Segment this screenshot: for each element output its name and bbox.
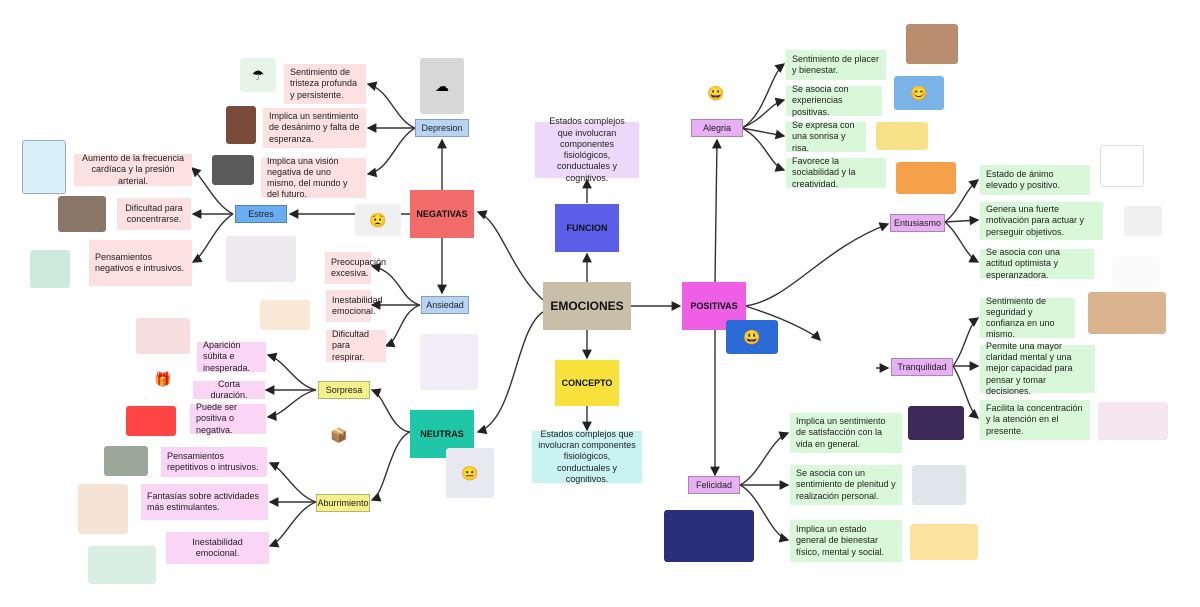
stress-infographic <box>22 140 66 194</box>
colorful-emojis-photo <box>896 162 956 194</box>
faces-grid-illustration <box>88 546 156 584</box>
depresion-label[interactable]: Depresion <box>415 119 469 137</box>
crying-person-photo <box>212 155 254 185</box>
rainbow-family-illustration <box>910 524 978 560</box>
joy-character-image <box>664 510 754 562</box>
concepto-description: Estados complejos que involucran compone… <box>532 429 642 484</box>
sunset-jump-photo <box>908 406 964 440</box>
estres-item-1: Aumento de la frecuencia cardíaca y la p… <box>74 153 192 186</box>
aburrimiento-label[interactable]: Aburrimiento <box>316 494 370 512</box>
aburrimiento-item-2: Fantasías sobre actividades más estimula… <box>141 484 268 520</box>
neutral-face-emoji: 😐 <box>446 448 494 498</box>
felicidad-label[interactable]: Felicidad <box>688 476 740 494</box>
entusiasmo-item-1: Estado de ánimo elevado y positivo. <box>980 165 1090 195</box>
depresion-item-2: Implica un sentimiento de desánimo y fal… <box>263 108 366 148</box>
estres-label[interactable]: Estres <box>235 205 287 223</box>
emotion-faces-illustration <box>630 350 700 412</box>
tranquilidad-item-1: Sentimiento de seguridad y confianza en … <box>980 296 1075 339</box>
tranquilidad-label[interactable]: Tranquilidad <box>891 358 953 376</box>
gift-box-illustration: 🎁 <box>146 364 180 394</box>
negativas-node[interactable]: NEGATIVAS <box>410 190 474 238</box>
alegria-item-3: Se expresa con una sonrisa y risa. <box>786 120 866 153</box>
felicidad-item-1: Implica un sentimiento de satisfacción c… <box>790 413 902 453</box>
alegria-label[interactable]: Alegria <box>691 119 743 137</box>
meditation-photo <box>912 465 966 505</box>
sorpresa-item-2: Corta duración. <box>193 379 265 400</box>
depresion-item-1: Sentimiento de tristeza profunda y persi… <box>284 64 366 104</box>
purple-cubes-illustration <box>1112 350 1172 388</box>
lying-person-illustration <box>260 300 310 330</box>
center-node[interactable]: EMOCIONES <box>543 282 631 330</box>
estres-item-2: Dificultad para concentrarse. <box>117 198 191 230</box>
relaxing-people-illustration <box>824 360 876 382</box>
ansiedad-item-2: Inestabilidad emocional. <box>326 290 383 322</box>
aburrimiento-item-3: Inestabilidad emocional. <box>166 532 269 564</box>
happy-figures-sketch <box>890 250 948 294</box>
heart-pulse-photo <box>136 318 190 354</box>
box-surprise-illustration: 📦 <box>318 412 360 458</box>
sad-girl-photo <box>226 106 256 144</box>
people-sketch <box>1112 256 1160 288</box>
stressed-desk-illustration <box>226 236 296 282</box>
tranquilidad-item-3: Facilita la concentración y la atención … <box>980 400 1090 440</box>
figures-3d-illustration <box>1124 206 1162 236</box>
anxious-woman-illustration <box>420 334 478 390</box>
alegria-item-2: Se asocia con experiencias positivas. <box>786 84 882 117</box>
sorpresa-item-3: Puede ser positiva o negativa. <box>190 402 266 435</box>
estres-item-3: Pensamientos negativos e intrusivos. <box>89 240 192 286</box>
sorpresa-item-1: Aparición súbita e inesperada. <box>197 340 266 373</box>
bored-desk-illustration <box>322 532 366 566</box>
brain-hands-illustration <box>1100 145 1144 187</box>
ansiedad-item-3: Dificultad para respirar. <box>326 329 386 362</box>
alegria-item-4: Favorece la sociabilidad y la creativida… <box>786 156 886 189</box>
entusiasmo-item-3: Se asocia con una actitud optimista y es… <box>980 247 1094 280</box>
tranquilidad-item-2: Permite una mayor claridad mental y una … <box>980 341 1095 396</box>
creation-adam-painting <box>1088 292 1166 334</box>
smiley-balls-photo: 😃 <box>726 320 778 354</box>
ansiedad-label[interactable]: Ansiedad <box>421 296 469 314</box>
sad-person-rain-illustration: ☂ <box>240 58 276 92</box>
alone-person-icon <box>104 446 148 476</box>
depresion-item-3: Implica una visión negativa de uno mismo… <box>261 156 366 199</box>
brain-balance-illustration <box>1098 402 1168 440</box>
smiley-ball-photo: 😊 <box>894 76 944 110</box>
anxious-person-illustration <box>30 250 70 288</box>
emotions-circles-illustration <box>548 495 628 539</box>
funcion-description: Estados complejos que involucran compone… <box>535 116 639 183</box>
depressed-head-illustration: ☁ <box>420 58 464 114</box>
boredom-illustration <box>78 484 128 534</box>
entusiasmo-item-2: Genera una fuerte motivación para actuar… <box>980 202 1103 240</box>
smiling-girl-photo <box>906 24 958 64</box>
ansiedad-item-1: Preocupación excesiva. <box>325 252 386 284</box>
felicidad-item-2: Se asocia con un sentimiento de plenitud… <box>790 465 902 505</box>
entusiasmo-label[interactable]: Entusiasmo <box>890 214 945 232</box>
happy-emoji-leap: 😀 <box>688 74 744 112</box>
surprise-banner <box>126 406 176 436</box>
laughing-kids-illustration <box>876 122 928 150</box>
funcion-node[interactable]: FUNCION <box>555 204 619 252</box>
aburrimiento-item-1: Pensamientos repetitivos o intrusivos. <box>161 447 267 477</box>
brain-scientists-illustration <box>558 62 610 98</box>
alegria-item-1: Sentimiento de placer y bienestar. <box>786 50 886 80</box>
sorpresa-label[interactable]: Sorpresa <box>318 381 370 399</box>
tired-worker-photo <box>58 196 106 232</box>
concepto-node[interactable]: CONCEPTO <box>555 360 619 406</box>
felicidad-item-3: Implica un estado general de bienestar f… <box>790 520 902 562</box>
emoji-faces-group: 😟 <box>355 204 401 236</box>
